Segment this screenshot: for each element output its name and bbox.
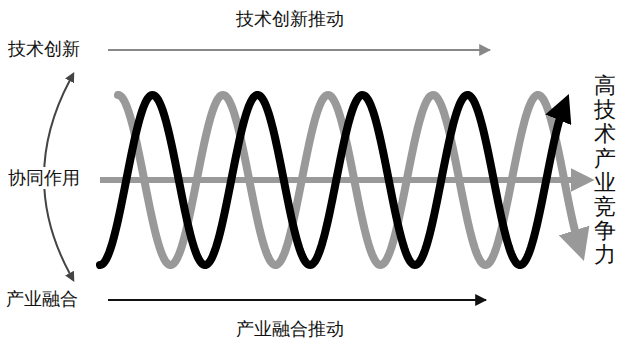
push-arrow [108, 299, 486, 301]
push-arrow [108, 49, 490, 51]
push-label: 产业融合推动 [236, 318, 344, 340]
side-label: 技术创新 [8, 38, 80, 60]
side-label: 协同作用 [6, 167, 82, 189]
axis-arrow [100, 177, 585, 183]
result-label: 高技术产业竞争力 [594, 74, 616, 268]
push-label: 技术创新推动 [236, 8, 344, 30]
side-label: 产业融合 [6, 288, 78, 310]
technology-helix [100, 95, 565, 265]
